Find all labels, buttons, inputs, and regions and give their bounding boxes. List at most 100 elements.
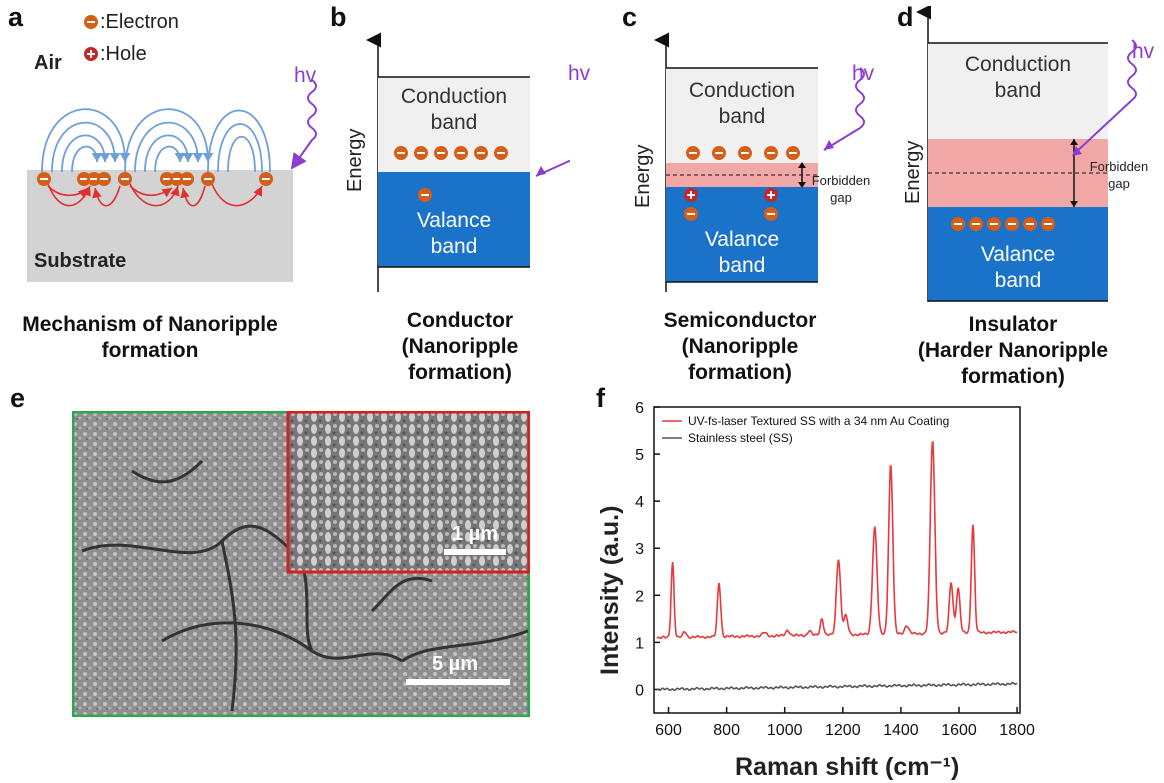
panel-letter-e: e <box>10 383 26 413</box>
hole-legend-label: :Hole <box>100 43 147 65</box>
y-tick-label: 3 <box>635 541 644 558</box>
valance-band-label-d: Valance band <box>928 242 1108 294</box>
substrate-block <box>27 170 293 282</box>
electron-icon <box>951 217 965 231</box>
energy-axis-label-c: Energy <box>632 144 654 208</box>
valance-line1: Valance <box>980 243 1056 266</box>
inset-scale-label: 1 µm <box>452 523 498 545</box>
x-tick-label: 1000 <box>767 722 803 739</box>
legend-entry: Stainless steel (SS) <box>688 431 793 445</box>
electron-icon <box>474 146 488 160</box>
panel-letter-d: d <box>897 2 914 32</box>
caption-a-line2: formation <box>101 339 199 362</box>
valance-line1: Valance <box>704 228 780 251</box>
electron-icon <box>180 172 194 186</box>
electron-icon <box>434 146 448 160</box>
panel-letter-c: c <box>622 2 638 32</box>
y-tick-label: 4 <box>635 494 644 511</box>
hole-icon <box>764 188 778 202</box>
caption-a: Mechanism of Nanoripple formation <box>0 312 300 364</box>
chart-series <box>656 440 1018 692</box>
energy-axis-label-b: Energy <box>344 128 366 192</box>
electron-icon <box>764 146 778 160</box>
electron-icon <box>786 146 800 160</box>
caption-d-line1: Insulator <box>968 313 1058 336</box>
gap-line1: Forbidden <box>811 173 871 188</box>
valance-line2: band <box>994 269 1042 292</box>
electron-icon <box>259 172 273 186</box>
main-scale-label: 5 µm <box>432 653 478 675</box>
caption-b-line3: formation) <box>408 361 512 384</box>
conduction-line1: Conduction <box>688 79 796 102</box>
substrate-label: Substrate <box>34 250 127 272</box>
panel-letter-b: b <box>330 2 347 32</box>
caption-c: Semiconductor (Nanoripple formation) <box>640 308 840 386</box>
electron-icon <box>414 146 428 160</box>
electron-icon <box>418 188 432 202</box>
conduction-line2: band <box>718 105 766 128</box>
y-tick-label: 5 <box>635 447 644 464</box>
valance-line2: band <box>718 254 766 277</box>
hole-icon <box>684 188 698 202</box>
electron-icon <box>1023 217 1037 231</box>
electron-icon <box>764 207 778 221</box>
photon-label-c: hv <box>852 62 875 85</box>
photon-label-b: hv <box>568 62 591 85</box>
valance-line2: band <box>430 235 478 258</box>
electron-icon <box>494 146 508 160</box>
electron-icon <box>686 146 700 160</box>
photon-label-d: hv <box>1132 40 1155 63</box>
field-lines <box>41 108 271 173</box>
conduction-band-label-b: Conduction band <box>378 84 530 136</box>
legend-entry: UV-fs-laser Textured SS with a 34 nm Au … <box>688 414 949 428</box>
conduction-band-label-d: Conduction band <box>928 52 1108 104</box>
gap-line2: gap <box>1108 176 1130 191</box>
series-line-2 <box>656 681 1018 692</box>
electron-icon <box>201 172 215 186</box>
chart-x-axis-label: Raman shift (cm⁻¹) <box>735 753 960 781</box>
gap-line1: Forbidden <box>1089 159 1149 174</box>
x-tick-label: 1200 <box>825 722 861 739</box>
x-tick-label: 1600 <box>941 722 977 739</box>
caption-b-line1: Conductor <box>406 309 514 332</box>
nanoripple-mechanism-diagram <box>27 79 317 282</box>
caption-c-line2: (Nanoripple <box>681 335 799 358</box>
electron-icon <box>969 217 983 231</box>
caption-d-line3: formation) <box>961 365 1065 388</box>
electron-icon <box>394 146 408 160</box>
electron-icon <box>987 217 1001 231</box>
energy-axis-label-d: Energy <box>902 140 924 204</box>
air-label: Air <box>34 52 62 74</box>
chart-y-axis-label: Intensity (a.u.) <box>596 505 624 675</box>
electron-legend-label: :Electron <box>100 11 179 33</box>
caption-c-line3: formation) <box>688 361 792 384</box>
caption-d-line2: (Harder Nanoripple <box>917 339 1109 362</box>
series-line-1 <box>656 440 1018 640</box>
caption-b-line2: (Nanoripple <box>401 335 519 358</box>
caption-c-line1: Semiconductor <box>663 309 817 332</box>
chart-legend: UV-fs-laser Textured SS with a 34 nm Au … <box>662 414 949 445</box>
electron-icon <box>37 172 51 186</box>
photon-label-a: hv <box>294 64 317 87</box>
x-tick-label: 600 <box>655 722 682 739</box>
forbidden-gap-label-d: Forbidden gap <box>1084 158 1154 192</box>
caption-d: Insulator (Harder Nanoripple formation) <box>888 312 1138 390</box>
caption-a-line1: Mechanism of Nanoripple <box>22 313 278 336</box>
y-tick-label: 2 <box>635 588 644 605</box>
x-tick-label: 800 <box>713 722 740 739</box>
caption-b: Conductor (Nanoripple formation) <box>360 308 560 386</box>
forbidden-gap-label-c: Forbidden gap <box>806 172 876 206</box>
photon-wave-a <box>290 79 317 170</box>
gap-line2: gap <box>830 190 852 205</box>
x-tick-label: 1800 <box>999 722 1035 739</box>
valance-band-label-c: Valance band <box>666 227 818 279</box>
conduction-line2: band <box>994 79 1042 102</box>
x-tick-label: 1400 <box>883 722 919 739</box>
panel-letter-f: f <box>596 383 605 413</box>
y-tick-label: 1 <box>635 635 644 652</box>
sem-image <box>72 411 530 717</box>
electron-legend-icon <box>84 15 98 29</box>
y-tick-label: 6 <box>635 400 644 417</box>
hole-legend-icon <box>84 47 98 61</box>
